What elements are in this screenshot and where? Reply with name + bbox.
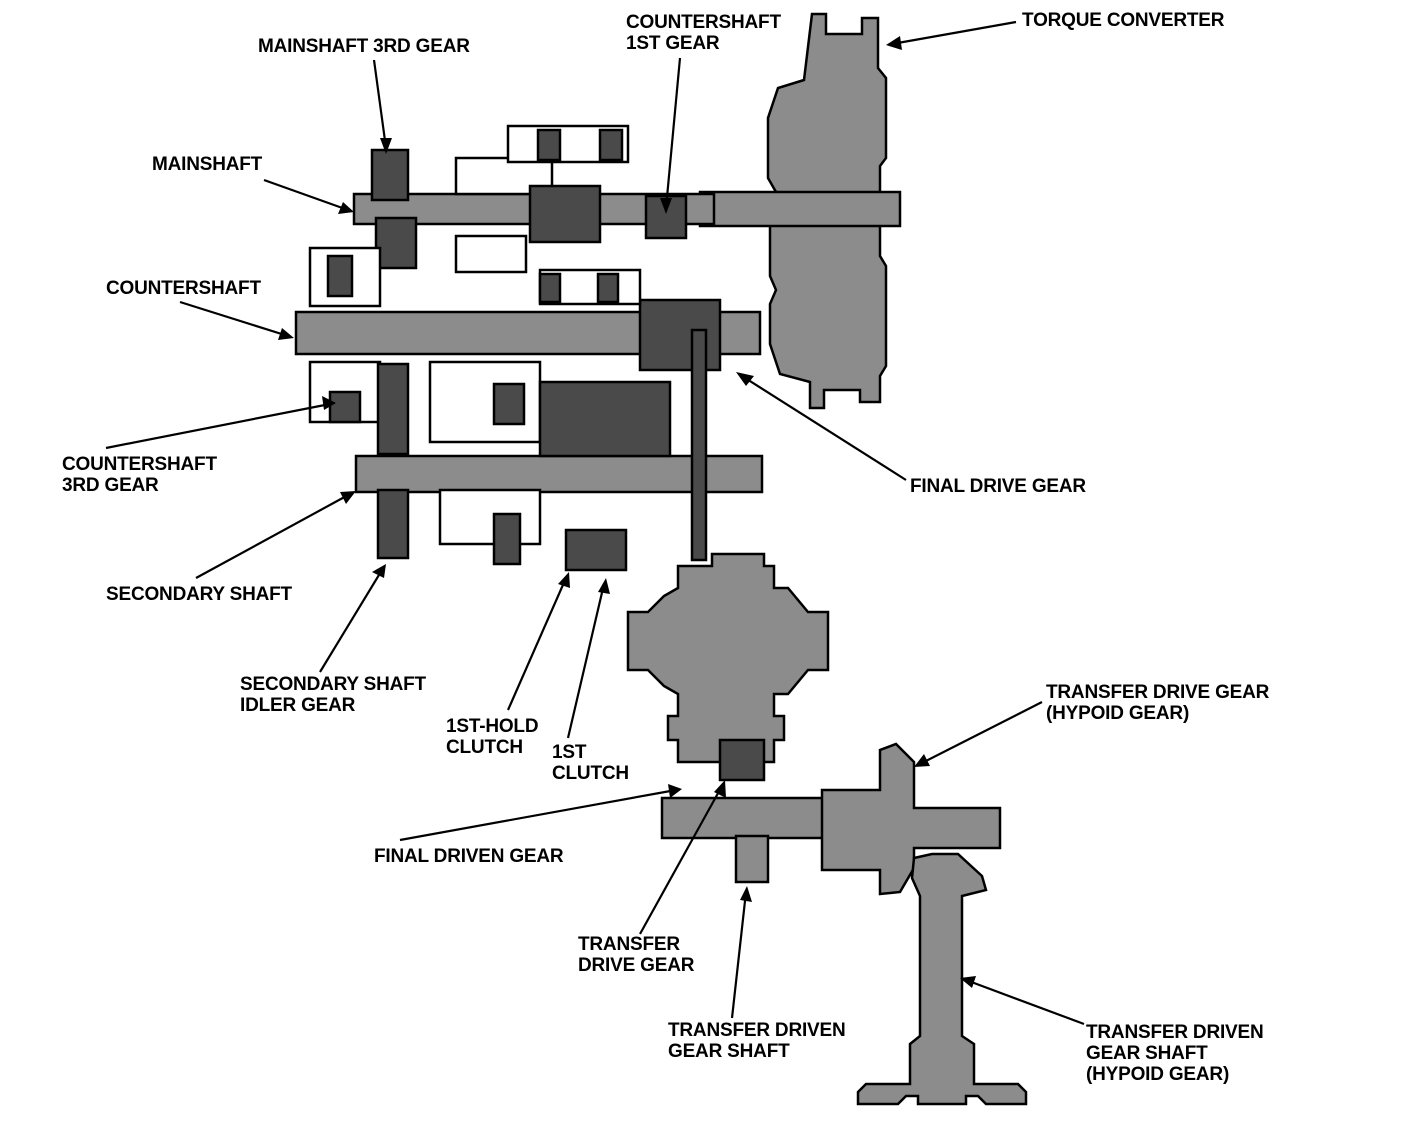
secondary-shaft-idler-gear-label: SECONDARY SHAFT IDLER GEAR (240, 674, 426, 716)
transfer-driven-gear-shaft-body (660, 796, 844, 840)
leader-lines (105, 20, 1085, 1026)
mainshaft-clutch-plates (536, 128, 562, 162)
countershaft-3rd-gear-label: COUNTERSHAFT 3RD GEAR (62, 454, 217, 496)
transfer-driven-shaft-stub (734, 834, 770, 884)
countershaft-lower-plates (328, 390, 362, 424)
transfer-drive-gear-label: TRANSFER DRIVE GEAR (578, 934, 695, 976)
secondary-shaft-idler-gear-part (376, 488, 410, 560)
hypoid-driven-shaft (856, 852, 1028, 1106)
mainshaft-3rd-gear-part (370, 148, 410, 202)
first-hold-clutch-label: 1ST-HOLD CLUTCH (446, 716, 539, 758)
final-driven-gear-label: FINAL DRIVEN GEAR (374, 846, 564, 867)
converter-hub (698, 190, 902, 228)
transfer-hypoid-gear (820, 742, 1002, 896)
mainshaft-clutch-pack (374, 216, 418, 270)
final-drive-gear-part (638, 298, 722, 372)
first-clutch-label: 1ST CLUTCH (552, 742, 629, 784)
final-driven-gear-part (718, 738, 766, 782)
secondary-shaft-label: SECONDARY SHAFT (106, 584, 292, 605)
countershaft-mid-plates (492, 382, 526, 426)
mainshaft-clutch-plates-2 (598, 128, 624, 162)
secondary-shaft-lower-drum (438, 488, 542, 546)
torque-converter-label: TORQUE CONVERTER (1022, 10, 1225, 31)
countershaft-clutch-plates (326, 254, 354, 298)
first-hold-clutch-plates (492, 512, 522, 566)
countershaft-plates-b (596, 272, 620, 304)
differential-case (626, 552, 830, 764)
countershaft-plates-a (538, 272, 562, 304)
transfer-driven-gear-shaft-hypoid-label: TRANSFER DRIVEN GEAR SHAFT (HYPOID GEAR) (1086, 1022, 1264, 1085)
final-drive-link (690, 328, 708, 562)
mainshaft-3rd-gear-label: MAINSHAFT 3RD GEAR (258, 36, 470, 57)
final-drive-gear-label: FINAL DRIVE GEAR (910, 476, 1086, 497)
transfer-drive-gear-hypoid-label: TRANSFER DRIVE GEAR (HYPOID GEAR) (1046, 682, 1270, 724)
secondary-shaft-clutch-hub (538, 380, 672, 458)
mainshaft-label: MAINSHAFT (152, 154, 263, 175)
countershaft-label: COUNTERSHAFT (106, 278, 261, 299)
mainshaft-hub (528, 184, 602, 244)
first-clutch-pack (564, 528, 628, 572)
transfer-driven-gear-shaft-label: TRANSFER DRIVEN GEAR SHAFT (668, 1020, 846, 1062)
mainshaft-lower-drum (454, 234, 528, 274)
countershaft-1st-gear-label: COUNTERSHAFT 1ST GEAR (626, 12, 781, 54)
countershaft-3rd-gear-part (376, 362, 410, 456)
